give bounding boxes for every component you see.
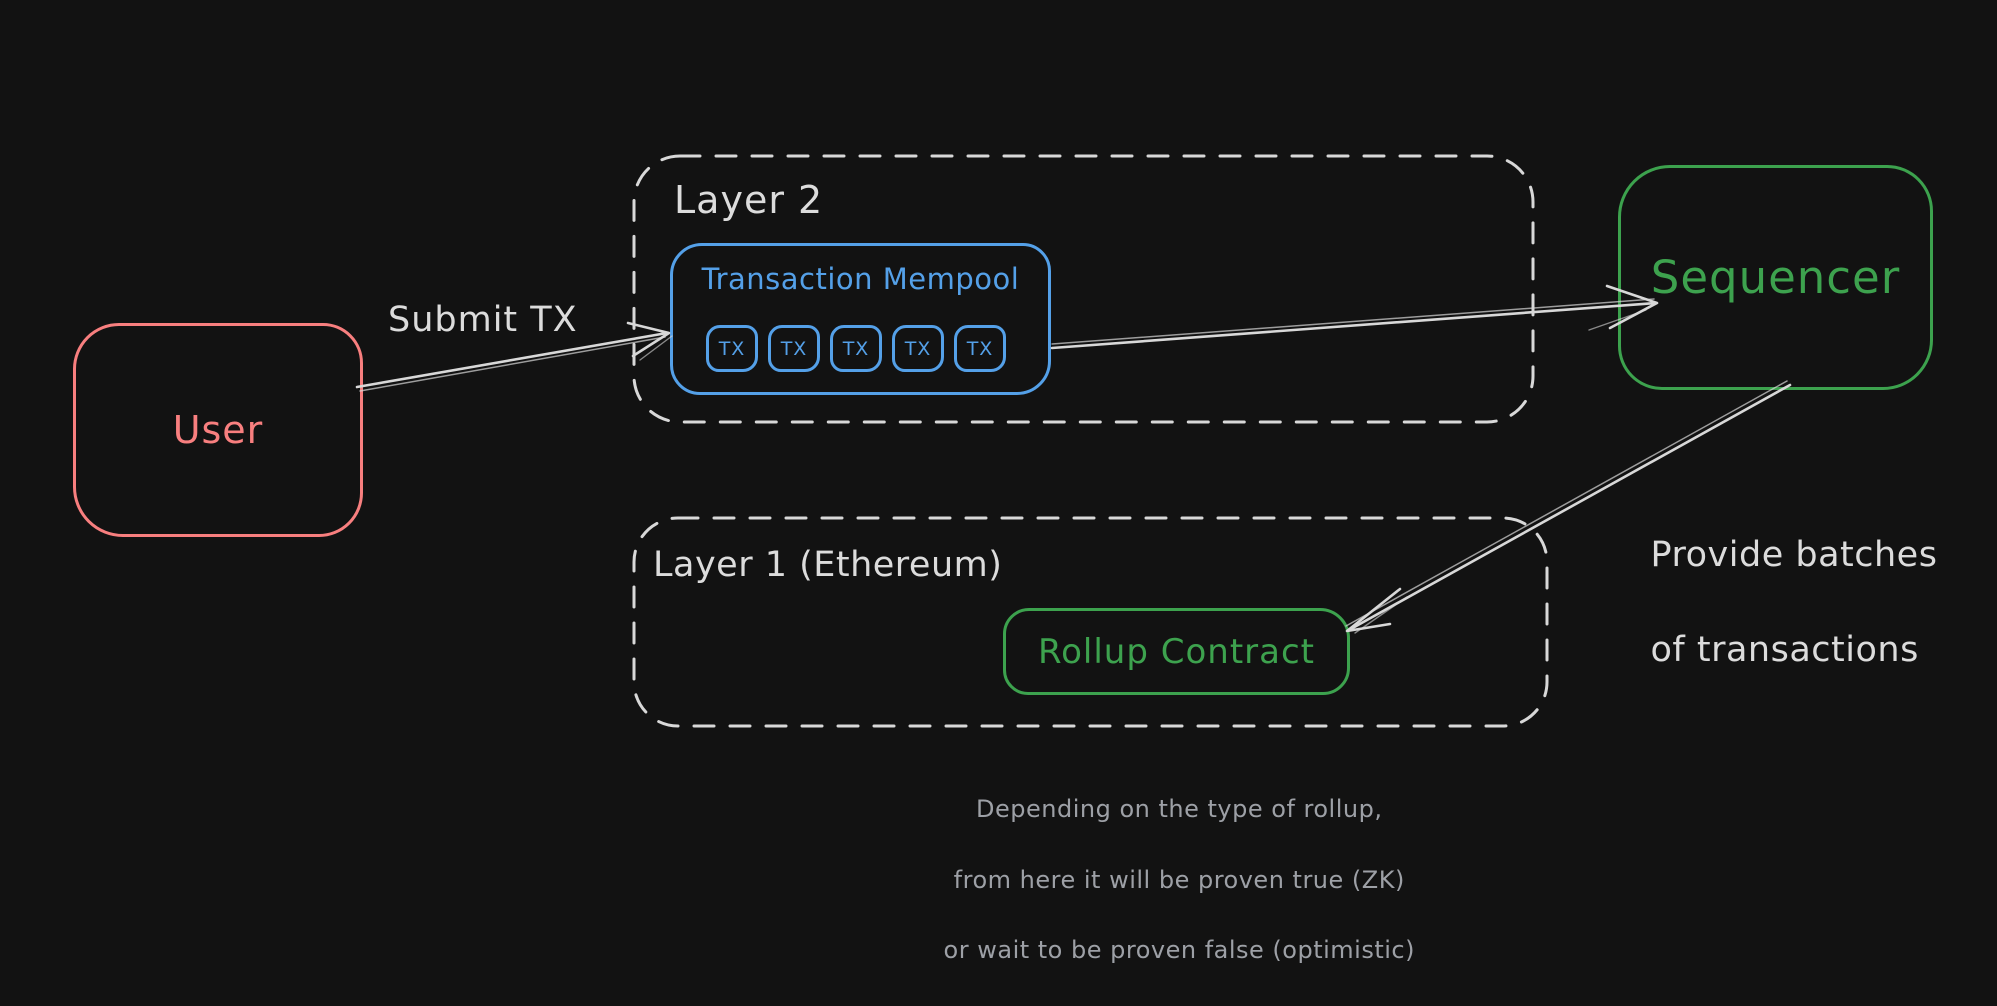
caption-line1: Depending on the type of rollup, [976, 795, 1383, 824]
provide-batches-line2: of transactions [1650, 629, 1919, 670]
tx-label: TX [842, 337, 870, 360]
user-node[interactable]: User [73, 323, 363, 537]
tx-node[interactable]: TX [892, 325, 944, 372]
rollup-contract-label: Rollup Contract [1038, 631, 1315, 672]
provide-batches-edge-label: Provide batches of transactions [1604, 484, 1937, 722]
tx-node[interactable]: TX [706, 325, 758, 372]
sequencer-label: Sequencer [1650, 251, 1901, 304]
submit-tx-edge-label: Submit TX [388, 300, 578, 340]
sequencer-node[interactable]: Sequencer [1618, 165, 1933, 390]
caption-line3: or wait to be proven false (optimistic) [943, 936, 1415, 965]
tx-row: TX TX TX TX TX [706, 325, 1006, 372]
layer2-label: Layer 2 [674, 178, 824, 222]
mempool-title: Transaction Mempool [701, 262, 1020, 296]
tx-node[interactable]: TX [830, 325, 882, 372]
tx-label: TX [904, 337, 932, 360]
tx-label: TX [966, 337, 994, 360]
tx-label: TX [718, 337, 746, 360]
tx-label: TX [780, 337, 808, 360]
caption-line2: from here it will be proven true (ZK) [953, 865, 1405, 894]
user-label: User [172, 408, 264, 452]
diagram-caption: Depending on the type of rollup, from he… [843, 757, 1483, 1004]
tx-node[interactable]: TX [954, 325, 1006, 372]
rollup-contract-node[interactable]: Rollup Contract [1003, 608, 1350, 695]
provide-batches-line1: Provide batches [1650, 534, 1938, 575]
mempool-to-sequencer-arrow[interactable] [1050, 284, 1659, 350]
transaction-mempool-node[interactable]: Transaction Mempool TX TX TX TX TX [670, 243, 1051, 395]
layer1-label: Layer 1 (Ethereum) [653, 545, 1003, 585]
tx-node[interactable]: TX [768, 325, 820, 372]
